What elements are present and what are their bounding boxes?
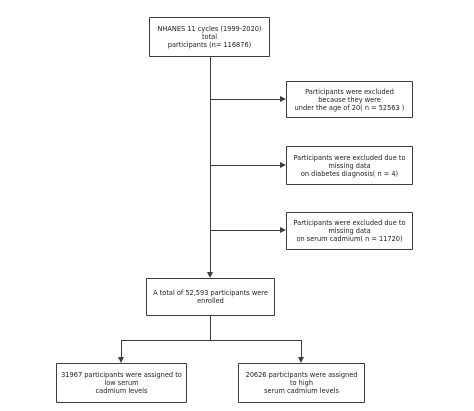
- start-box: NHANES 11 cycles (1999-2020) total parti…: [149, 17, 270, 57]
- start-box-text: NHANES 11 cycles (1999-2020) total parti…: [157, 25, 262, 49]
- arrow-to-exclusion-cadmium: [280, 227, 286, 233]
- enrolled-down-connector: [210, 316, 211, 340]
- low-cadmium-group-box: 31967 participants were assigned to low …: [56, 363, 187, 403]
- arrow-to-exclusion-age: [280, 96, 286, 102]
- exclusion-cadmium-text: Participants were excluded due to missin…: [293, 219, 406, 243]
- exclusion-age-box: Participants were excluded because they …: [286, 81, 413, 118]
- arrow-to-low-group: [118, 357, 124, 363]
- low-cadmium-group-text: 31967 participants were assigned to low …: [61, 371, 182, 395]
- low-group-drop: [121, 340, 122, 357]
- branch-to-exclusion-diabetes: [210, 165, 280, 166]
- high-cadmium-group-box: 20626 participants were assigned to high…: [238, 363, 365, 403]
- main-vertical-connector: [210, 57, 211, 272]
- high-cadmium-group-text: 20626 participants were assigned to high…: [245, 371, 358, 395]
- enrolled-box: A total of 52,593 participants were enro…: [146, 278, 275, 316]
- exclusion-cadmium-box: Participants were excluded due to missin…: [286, 212, 413, 250]
- exclusion-diabetes-text: Participants were excluded due to missin…: [293, 153, 406, 178]
- branch-to-exclusion-cadmium: [210, 230, 280, 231]
- high-group-drop: [301, 340, 302, 357]
- exclusion-age-text: Participants were excluded because they …: [294, 87, 405, 112]
- arrow-to-exclusion-diabetes: [280, 162, 286, 168]
- arrow-to-high-group: [298, 357, 304, 363]
- enrolled-text: A total of 52,593 participants were enro…: [153, 289, 268, 305]
- split-horizontal-connector: [121, 340, 302, 341]
- branch-to-exclusion-age: [210, 99, 280, 100]
- exclusion-diabetes-box: Participants were excluded due to missin…: [286, 146, 413, 185]
- arrow-to-enrolled: [207, 272, 213, 278]
